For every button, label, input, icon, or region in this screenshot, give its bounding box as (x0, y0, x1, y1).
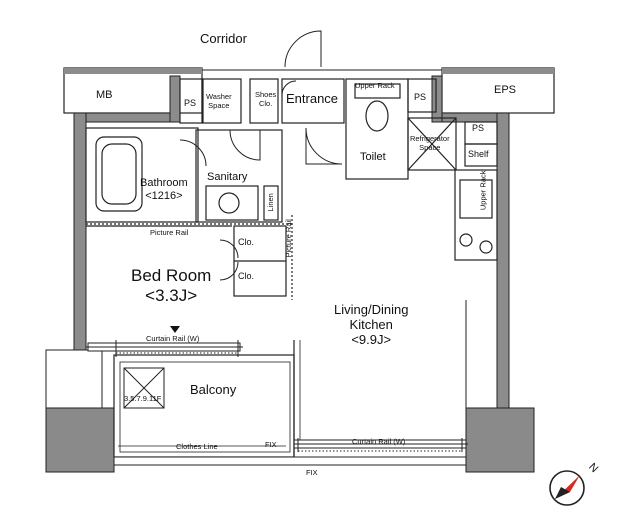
curtain-rails (115, 340, 463, 452)
compass-icon (549, 470, 585, 506)
refrigerator-space-label: Refrigerator Space (410, 134, 450, 152)
curtain-rail-1-label: Curtain Rail (W) (146, 334, 200, 343)
entrance-marker-icon (170, 326, 180, 333)
clothes-line-label: Clothes Line (176, 442, 218, 451)
bedroom-label: Bed Room <3.3J> (131, 266, 212, 305)
balcony-area (45, 300, 535, 473)
balcony-label: Balcony (190, 382, 237, 397)
upper-rack-toilet-label: Upper Rack (355, 81, 395, 90)
shelf-label: Shelf (468, 149, 489, 159)
ps-top-right-label: PS (414, 92, 427, 102)
bathroom-label: Bathroom <1216> (140, 177, 188, 202)
fix-label-1: FIX (265, 440, 277, 449)
shoes-closet-label: Shoes Clo. (255, 90, 277, 108)
entrance-label: Entrance (286, 91, 339, 106)
toilet-label: Toilet (360, 151, 386, 163)
upper-rack-kitchen-label: Upper Rack (478, 170, 488, 211)
mb-label: MB (96, 89, 113, 101)
corridor-label: Corridor (200, 31, 247, 46)
ps-right-label: PS (472, 123, 485, 133)
fix-label-2: FIX (306, 468, 318, 477)
partitions (85, 78, 498, 300)
picture-rail-h-label: Picture Rail (150, 228, 189, 237)
curtain-rail-2-label: Curtain Rail (W) (352, 437, 406, 446)
sanitary-label: Sanitary (207, 171, 248, 183)
washer-space-label: Washer Space (206, 92, 232, 110)
hatch-label: 3.5.7.9.11F (124, 394, 162, 403)
eps-label: EPS (494, 84, 517, 96)
picture-rail-v-label: Picture Rail (283, 219, 293, 258)
living-label: Living/Dining Kitchen <9.9J> (334, 302, 409, 347)
ps-left-label: PS (184, 98, 197, 108)
closet-2-label: Clo. (238, 271, 255, 281)
linen-label: Linen (265, 193, 275, 212)
doors (179, 30, 343, 281)
closet-1-label: Clo. (238, 237, 255, 247)
